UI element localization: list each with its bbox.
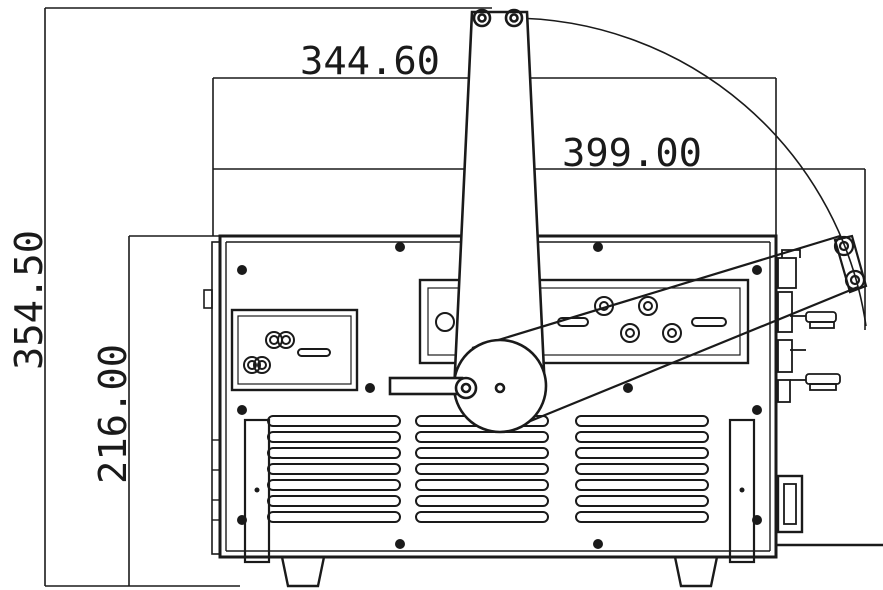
side-handles bbox=[243, 418, 756, 564]
right-control-panel bbox=[418, 278, 750, 365]
vent-grille-right bbox=[575, 415, 709, 523]
left-control-panel bbox=[230, 308, 359, 392]
hanging-bracket bbox=[452, 8, 547, 394]
dimension-lower-width: 399.00 bbox=[562, 131, 702, 175]
right-side-fittings bbox=[776, 249, 883, 547]
dimension-upper-width: 344.60 bbox=[300, 39, 440, 83]
dimension-body-height: 216.00 bbox=[91, 344, 135, 484]
swing-arm bbox=[471, 234, 868, 424]
dimension-lines bbox=[44, 7, 866, 587]
pivot-hub bbox=[388, 338, 548, 434]
swing-arc bbox=[507, 17, 867, 327]
mounting-holes bbox=[237, 242, 762, 549]
feet bbox=[280, 556, 719, 588]
vent-grille-left bbox=[267, 415, 401, 523]
dimension-total-height: 354.50 bbox=[7, 230, 51, 370]
vent-grille-center bbox=[415, 415, 549, 523]
